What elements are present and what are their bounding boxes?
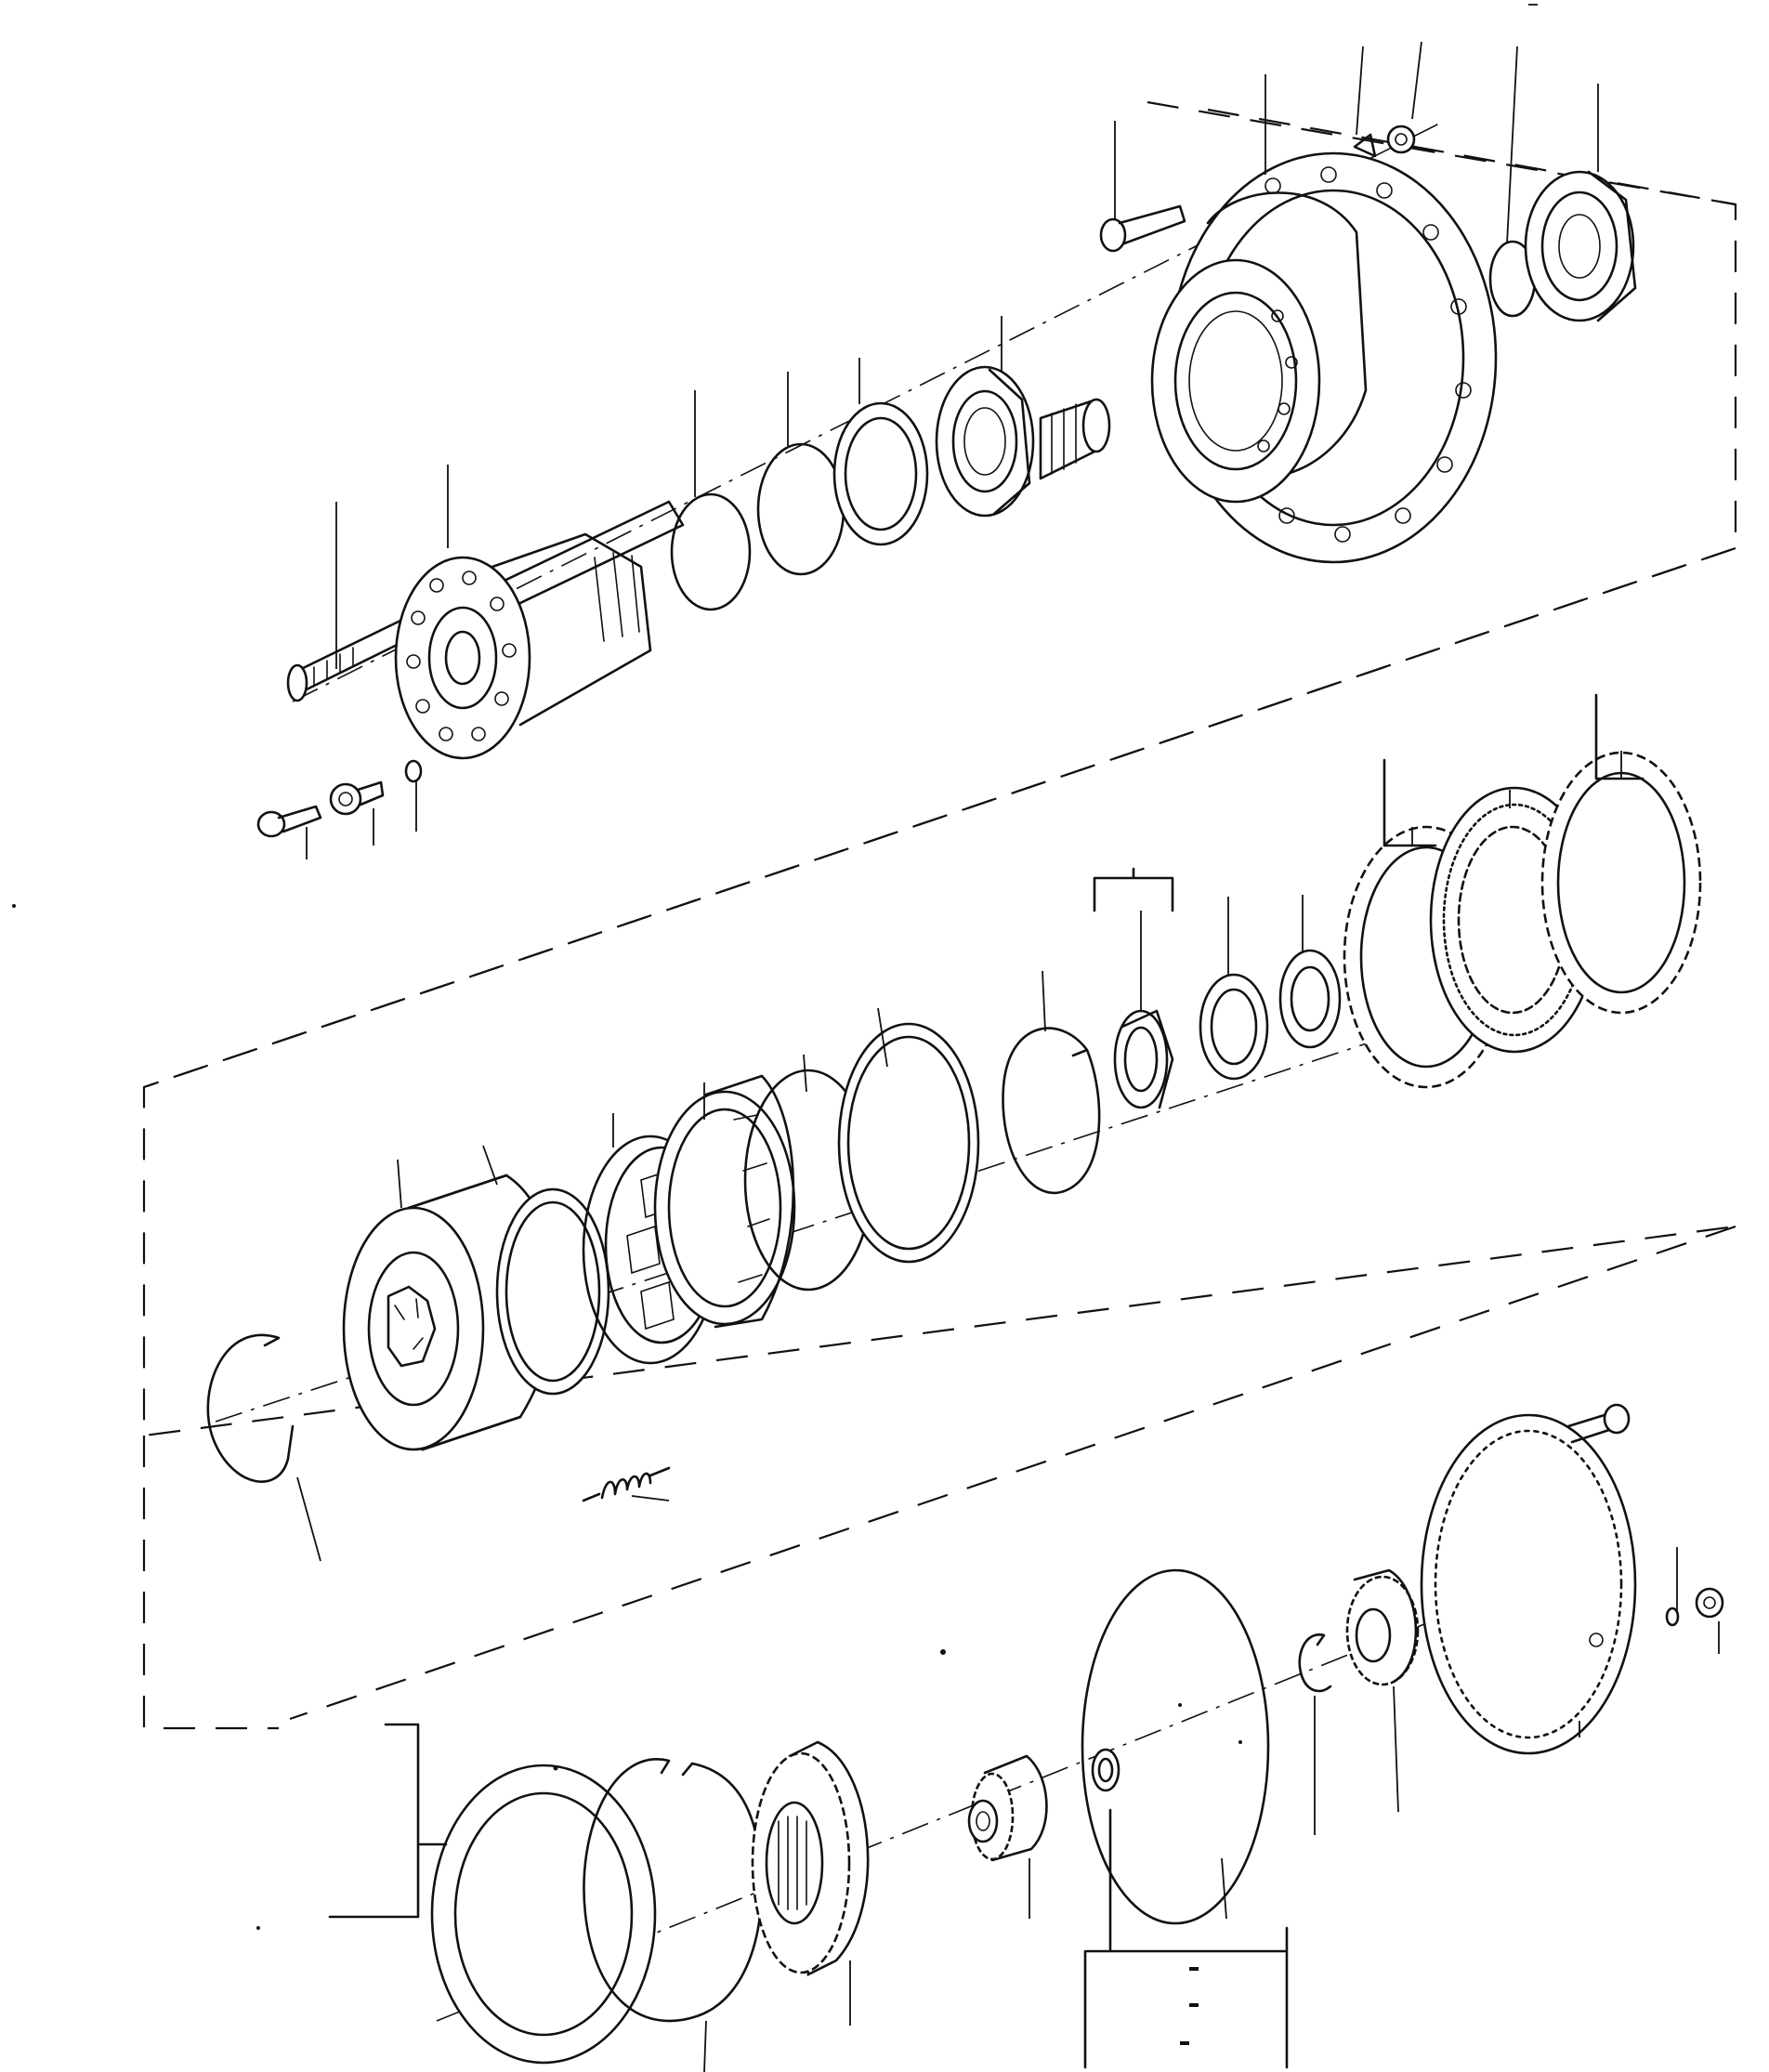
washer: [1353, 133, 1377, 158]
flange-washer: [404, 759, 423, 783]
retaining-ring-small: [1298, 1633, 1332, 1693]
clutch-piston: [653, 1074, 796, 1329]
cover-screw: [1566, 1403, 1631, 1444]
spring: [582, 1466, 671, 1502]
flange-nut: [329, 780, 385, 816]
group-clutch-assembly: [206, 693, 1702, 1562]
cover-washer: [1665, 1606, 1680, 1627]
o-ring: [670, 492, 752, 611]
bracket-outer-disc: [1382, 758, 1437, 847]
ball-bearing: [935, 365, 1035, 518]
outer-seal: [837, 1022, 980, 1264]
mark-dash-2: [1189, 2003, 1199, 2007]
flange-screw: [256, 805, 322, 838]
bracket-thrust-plate: [328, 1723, 448, 1919]
inner-disc: [1540, 751, 1702, 1015]
sun-gear: [1345, 1568, 1420, 1686]
shaft-spline-end: [1039, 398, 1111, 480]
housing: [1150, 151, 1498, 564]
group-planetary-gear-set: [12, 904, 1724, 2072]
thrust-washer: [1278, 949, 1342, 1049]
adjusting-nut: [1113, 1009, 1174, 1109]
bracket-adjusting-nut: [1093, 867, 1174, 912]
leader-lines-group-3: [703, 1547, 1720, 2072]
pinion: [967, 1754, 1048, 1862]
group-output-shaft-and-housing: [256, 4, 1637, 859]
specks: [12, 904, 1242, 1930]
bearing: [1524, 170, 1637, 322]
divider-shaft-clutch: [143, 546, 1736, 1089]
bracket-inner-disc: [1594, 693, 1645, 780]
leader-lines-group-1: [306, 4, 1599, 859]
retaining-ring: [1002, 1027, 1101, 1195]
washer-small: [1091, 1748, 1120, 1792]
upper-group-top-edge: [1147, 100, 1736, 206]
leader-lines-group-2: [296, 751, 1622, 1562]
lower-group-boundary: [142, 1436, 279, 1730]
mark-dash-3: [1180, 2041, 1189, 2045]
inner-ring: [495, 1187, 610, 1396]
gasket: [1081, 1568, 1270, 1925]
thrust-plate: [430, 1764, 657, 2065]
snap-ring-large: [583, 1758, 764, 2023]
bolt: [1099, 204, 1186, 253]
cover: [1420, 1413, 1637, 1755]
shaft-flange: [394, 532, 652, 760]
bracket-washer-gasket: [1083, 1808, 1289, 2069]
piston-ring: [756, 442, 845, 576]
ring-gear: [751, 1740, 870, 1977]
sealing-ring: [832, 401, 929, 546]
cover-nut: [1695, 1587, 1724, 1619]
nut: [1386, 125, 1416, 154]
mark-dash-1: [1189, 1967, 1199, 1971]
divider-clutch-planetary: [289, 1225, 1736, 1721]
snap-ring: [206, 1333, 295, 1483]
